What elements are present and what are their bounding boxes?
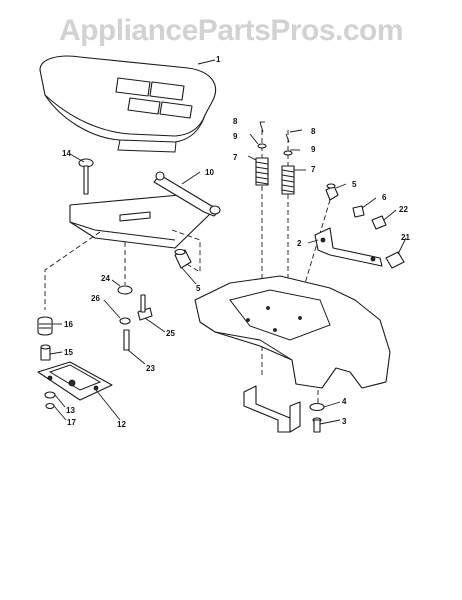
fender <box>194 275 391 389</box>
callout-12: 12 <box>117 420 126 429</box>
callout-26: 26 <box>91 294 100 303</box>
callout-5b: 5 <box>196 284 201 293</box>
callout-8b: 8 <box>311 127 316 136</box>
callout-25: 25 <box>166 329 175 338</box>
callout-9a: 9 <box>233 132 238 141</box>
callout-9b: 9 <box>311 145 316 154</box>
callout-6: 6 <box>382 193 387 202</box>
bumper-5-lower <box>174 248 192 269</box>
callout-21: 21 <box>401 233 410 242</box>
spring-16 <box>37 316 53 336</box>
bumper-5-upper <box>325 183 339 201</box>
bolt-23 <box>123 329 130 351</box>
callout-10: 10 <box>205 168 214 177</box>
callout-7a: 7 <box>233 153 238 162</box>
callout-24: 24 <box>101 274 110 283</box>
callout-13: 13 <box>66 406 75 415</box>
fasteners-left <box>117 285 153 351</box>
callout-1: 1 <box>216 55 221 64</box>
bolt-3 <box>312 417 322 433</box>
bolt-22 <box>371 215 387 230</box>
knob <box>78 158 94 195</box>
callout-5a: 5 <box>352 180 357 189</box>
callout-7b: 7 <box>311 165 316 174</box>
callout-8a: 8 <box>233 117 238 126</box>
washer-26 <box>119 317 131 325</box>
callout-2: 2 <box>297 239 302 248</box>
callouts: 1 14 10 8 9 7 8 9 7 5 6 22 21 2 5 24 26 … <box>62 55 410 429</box>
callout-3: 3 <box>342 417 347 426</box>
callout-16: 16 <box>64 320 73 329</box>
bushing-15 <box>40 344 51 361</box>
seat-springs <box>255 121 295 195</box>
hinge-plate <box>37 361 113 401</box>
callout-17: 17 <box>67 418 76 427</box>
seat-pan <box>69 171 221 249</box>
callout-4: 4 <box>342 397 347 406</box>
bracket <box>314 227 383 267</box>
nut-17 <box>45 402 55 410</box>
callout-15: 15 <box>64 348 73 357</box>
watermark: AppliancePartsPros.com <box>58 14 404 47</box>
knob-21 <box>385 251 405 269</box>
seat <box>39 55 217 153</box>
washer-24 <box>117 285 133 295</box>
fender-support <box>243 385 301 433</box>
callout-23: 23 <box>146 364 155 373</box>
callout-22: 22 <box>399 205 408 214</box>
leader-lines <box>49 59 407 425</box>
washer-4 <box>309 402 325 412</box>
washer-13 <box>44 391 56 399</box>
nut-6 <box>352 205 365 218</box>
callout-14: 14 <box>62 149 71 158</box>
